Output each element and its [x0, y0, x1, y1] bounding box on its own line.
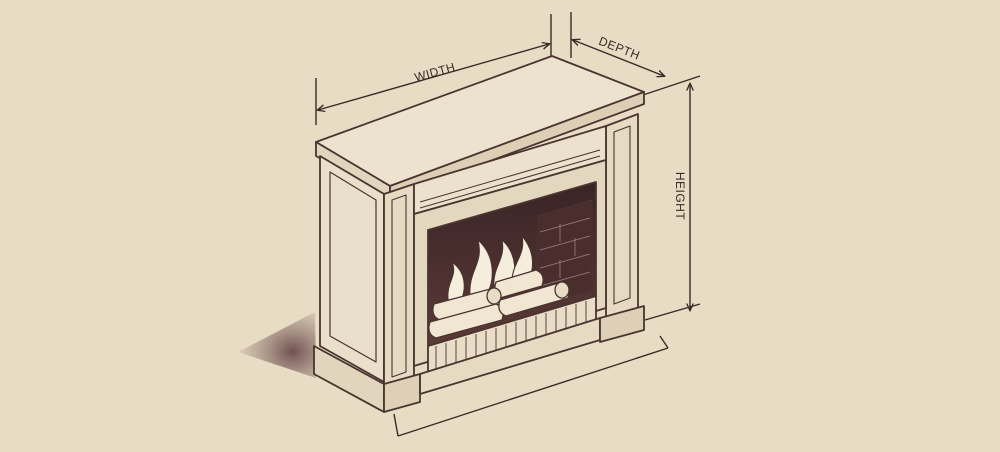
depth-dimension: [570, 12, 664, 76]
right-pilaster: [605, 113, 639, 319]
grille-slats: [435, 301, 587, 369]
fireplace: [313, 55, 645, 413]
plinth-front-left: [383, 373, 421, 413]
floor-line: [393, 335, 669, 437]
width-label: WIDTH: [413, 60, 457, 85]
plinth-front-right: [599, 305, 645, 343]
height-label: HEIGHT: [673, 172, 687, 221]
left-pilaster: [383, 183, 415, 393]
width-dimension: [315, 14, 552, 125]
logs: [428, 269, 570, 339]
height-dimension: [639, 75, 701, 321]
floor-shadow: [238, 312, 316, 378]
